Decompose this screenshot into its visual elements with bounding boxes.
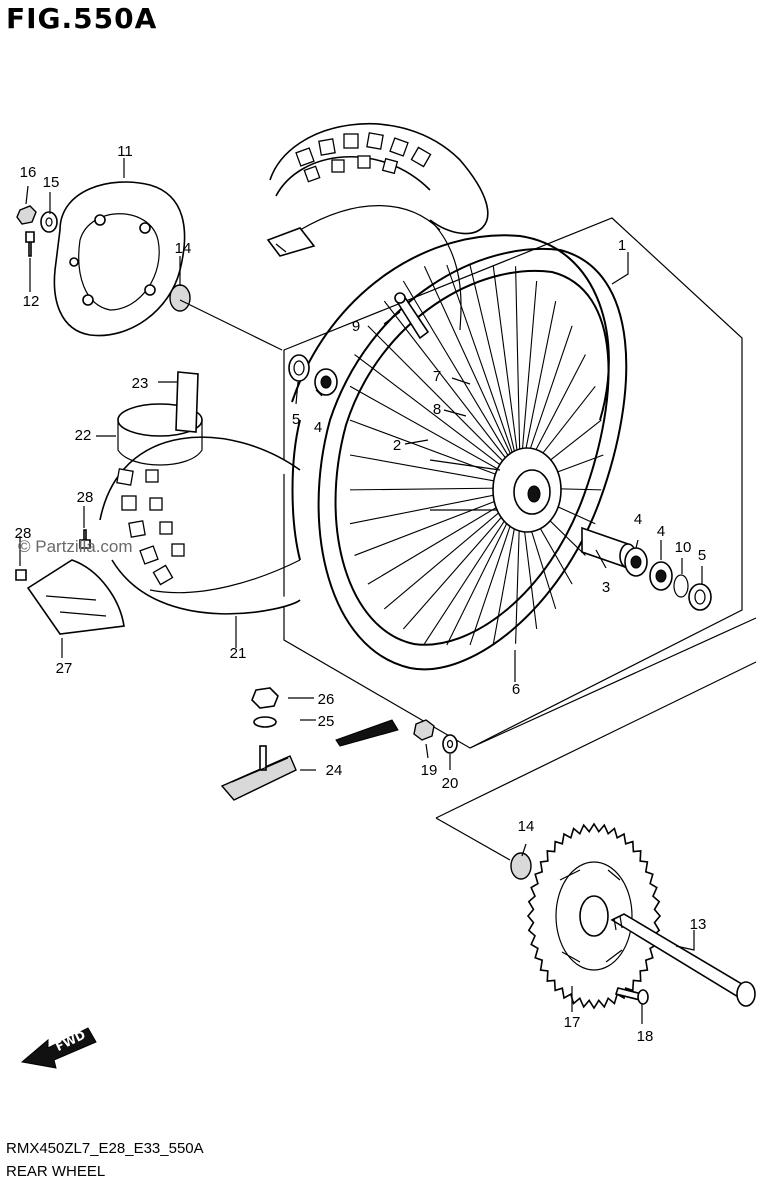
callout-28: 28 [77,489,94,506]
callout-28: 28 [15,525,32,542]
callout-14: 14 [518,818,535,835]
hub [429,447,562,533]
leader-lines [19,158,703,1024]
bolt-28-upper [79,529,91,549]
tire-section-tab [266,227,316,257]
forward-direction-arrow: FWD [20,1027,97,1069]
callout-4: 4 [314,419,322,436]
callout-17: 17 [564,1014,581,1031]
rear-axle [610,913,756,1007]
callout-8: 8 [433,401,441,418]
callout-4: 4 [634,511,642,528]
callout-12: 12 [23,293,40,310]
rim-lock [220,745,297,801]
washer-25 [253,716,277,728]
callout-20: 20 [442,775,459,792]
nut-19 [413,719,435,741]
rim [291,234,628,671]
callout-15: 15 [43,174,60,191]
callout-26: 26 [318,691,335,708]
callout-5: 5 [698,547,706,564]
circlip [673,574,689,598]
disc-guard [26,559,125,635]
nut-26 [251,687,279,709]
callout-27: 27 [56,660,73,677]
callout-11: 11 [117,143,133,160]
callout-21: 21 [230,645,247,662]
callout-2: 2 [393,437,401,454]
nut-16 [16,205,37,225]
bolt-28-lower [15,569,27,581]
cap-upper [169,284,191,312]
tire-tread-blocks [116,132,432,586]
callout-25: 25 [318,713,335,730]
cap-lower [510,852,532,880]
callout-22: 22 [75,427,92,444]
callout-10: 10 [675,539,692,556]
brake-disc [53,181,186,337]
callout-24: 24 [326,762,343,779]
rim-band [175,371,199,433]
disc-bolt-12 [25,231,35,257]
washer-15 [40,211,58,233]
callout-18: 18 [637,1028,654,1045]
callout-7: 7 [433,368,441,385]
washer-20 [442,734,458,754]
sprocket [526,822,662,1010]
callout-23: 23 [132,375,149,392]
figure-name: REAR WHEEL [6,1163,106,1180]
callout-6: 6 [512,681,520,698]
tire [99,122,489,615]
callout-14: 14 [175,240,192,257]
callout-5: 5 [292,411,300,428]
callout-13: 13 [690,916,707,933]
callout-labels: 1234445567891011121314141516171819202122… [15,143,707,1045]
callout-9: 9 [352,318,360,335]
oil-seal-left [288,354,310,382]
callout-16: 16 [20,164,37,181]
figure-title: FIG.550A [6,2,158,35]
callout-1: 1 [618,237,626,254]
watermark: © Partzilla.com [18,537,133,556]
oil-seal-right [688,583,712,611]
callout-19: 19 [421,762,438,779]
assembly-frame [283,217,757,861]
valve-stem [335,719,399,747]
figure-code: RMX450ZL7_E28_E33_550A [6,1140,204,1157]
callout-4: 4 [657,523,665,540]
callout-3: 3 [602,579,610,596]
